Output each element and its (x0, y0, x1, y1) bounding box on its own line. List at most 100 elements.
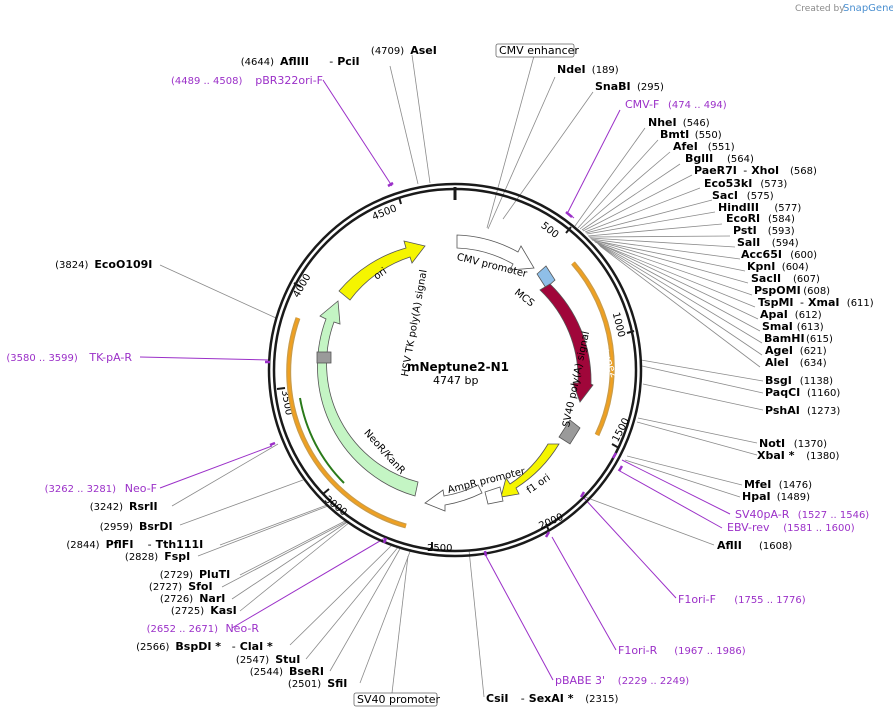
enzyme-position: (2315) (585, 694, 618, 705)
enzyme-label: KasI (210, 604, 237, 617)
enzyme-label: XmaI (808, 296, 839, 309)
snapgene-logo: SnapGene (843, 3, 893, 14)
hsv-tk-polya-box[interactable] (316, 351, 332, 364)
primer-label: SV40pA-R (735, 508, 790, 521)
primer-marks (265, 181, 624, 557)
enzyme-label: PspOMI (754, 284, 801, 297)
enzyme-position: (1608) (759, 541, 792, 552)
enzyme-label: BspDI * (175, 640, 221, 653)
enzyme-separator: - (329, 55, 333, 68)
cmv-enhancer-leader (486, 55, 535, 229)
tick-label: 2500 (427, 543, 452, 554)
enzyme-position: (1160) (807, 388, 840, 399)
primer-label: Neo-R (225, 622, 259, 635)
enzyme-separator: - (800, 296, 804, 309)
enzyme-label: Acc65I (741, 248, 782, 261)
enzyme-label: Eco53kI (704, 177, 752, 190)
primer-position: (1581 .. 1600) (783, 523, 855, 534)
enzyme-label: PaqCI (765, 386, 800, 399)
primer-label: F1ori-F (678, 593, 716, 606)
f1-ori-arrow[interactable] (500, 443, 560, 498)
enzyme-label: XbaI * (757, 449, 795, 462)
enzyme-position: (2959) (100, 522, 133, 533)
primer-label: Neo-F (125, 482, 157, 495)
enzyme-label: BsgI (765, 374, 792, 387)
primer-position: (1527 .. 1546) (798, 510, 870, 521)
enzyme-label: ClaI * (240, 640, 273, 653)
enzyme-label: NarI (199, 592, 225, 605)
enzyme-position: (611) (847, 298, 874, 309)
enzyme-position: (4709) (371, 46, 404, 57)
enzyme-separator: - (521, 692, 525, 705)
primer-label: CMV-F (625, 98, 659, 111)
enzyme-position: (550) (695, 130, 722, 141)
enzyme-position: (564) (727, 154, 754, 165)
enzyme-position: (189) (592, 65, 619, 76)
ampr-promoter-arrow[interactable] (424, 484, 483, 512)
feature-labels: CMV promoter MCS mNeptune2 SV40 poly(A) … (361, 252, 619, 496)
enzyme-label: AflIII (280, 55, 309, 68)
primer-position: (3262 .. 3281) (45, 484, 117, 495)
enzyme-label: PciI (337, 55, 359, 68)
enzyme-position: (4644) (241, 57, 274, 68)
ori-arrow[interactable] (338, 240, 426, 301)
enzyme-position: (577) (774, 203, 801, 214)
enzyme-position: (3824) (55, 260, 88, 271)
mcs-box[interactable] (536, 265, 556, 289)
cmv-promoter-arrow[interactable] (456, 234, 535, 271)
enzyme-label: CsiI (486, 692, 508, 705)
enzyme-label: BmtI (660, 128, 689, 141)
enzyme-label: BsrDI (139, 520, 173, 533)
enzyme-position: (2828) (125, 552, 158, 563)
enzyme-position: (2726) (160, 594, 193, 605)
enzyme-label: AleI (765, 356, 789, 369)
enzyme-label: BseRI (289, 665, 324, 678)
enzyme-position: (2501) (288, 679, 321, 690)
enzyme-label: StuI (275, 653, 300, 666)
enzyme-label: Tth111I (156, 538, 204, 551)
tick-label: 4500 (371, 203, 399, 223)
enzyme-label: SacI (712, 189, 738, 202)
mneptune2-arrow[interactable] (539, 283, 594, 403)
enzyme-label: AfeI (673, 140, 698, 153)
enzyme-position: (600) (790, 250, 817, 261)
enzyme-label: NotI (759, 437, 785, 450)
enzyme-label: FspI (164, 550, 190, 563)
enzyme-label: NheI (648, 116, 677, 129)
enzyme-label: SmaI (762, 320, 793, 333)
cmv-enhancer-label: CMV enhancer (499, 44, 579, 57)
enzyme-label: XhoI (751, 164, 779, 177)
enzyme-position: (295) (637, 82, 664, 93)
enzyme-label: BamHI (764, 332, 805, 345)
neor-kanr-arrow[interactable] (317, 300, 419, 497)
enzyme-position: (2544) (250, 667, 283, 678)
primer-leader-lines (139, 79, 731, 681)
enzyme-label: ApaI (760, 308, 788, 321)
primer-position: (2229 .. 2249) (618, 676, 690, 687)
enzyme-label: NdeI (557, 63, 586, 76)
enzyme-position: (1489) (777, 492, 810, 503)
enzyme-position: (608) (803, 286, 830, 297)
ampr-promoter-box[interactable] (484, 486, 504, 505)
enzyme-position: (607) (793, 274, 820, 285)
enzyme-label: PluTI (199, 568, 230, 581)
enzymes-right: NdeI(189)SnaBI(295)NheI(546)BmtI(550)Afe… (557, 63, 874, 552)
enzyme-label: RsrII (129, 500, 158, 513)
enzyme-position: (1370) (794, 439, 827, 450)
enzyme-position: (2729) (160, 570, 193, 581)
created-by-text: Created by (795, 4, 845, 14)
enzyme-label: AgeI (765, 344, 793, 357)
enzyme-label: HpaI (742, 490, 771, 503)
sv40-promoter-box[interactable]: SV40 promoter (353, 692, 441, 707)
enzyme-position: (546) (683, 118, 710, 129)
sv40-polya-box[interactable] (558, 419, 581, 445)
enzyme-separator: - (148, 538, 152, 551)
enzymes-left: (4709)AseI(4644)AflIII-PciI(3824)EcoO109… (55, 44, 618, 705)
enzyme-position: (2727) (149, 582, 182, 593)
primer-labels: CMV-F(474 .. 494)SV40pA-R(1527 .. 1546)E… (6, 74, 869, 687)
cmv-enhancer-box[interactable]: CMV enhancer (495, 43, 579, 58)
enzyme-label: EcoO109I (94, 258, 152, 271)
enzyme-position: (2566) (136, 642, 169, 653)
orf-arcs (286, 261, 615, 529)
enzyme-position: (551) (708, 142, 735, 153)
